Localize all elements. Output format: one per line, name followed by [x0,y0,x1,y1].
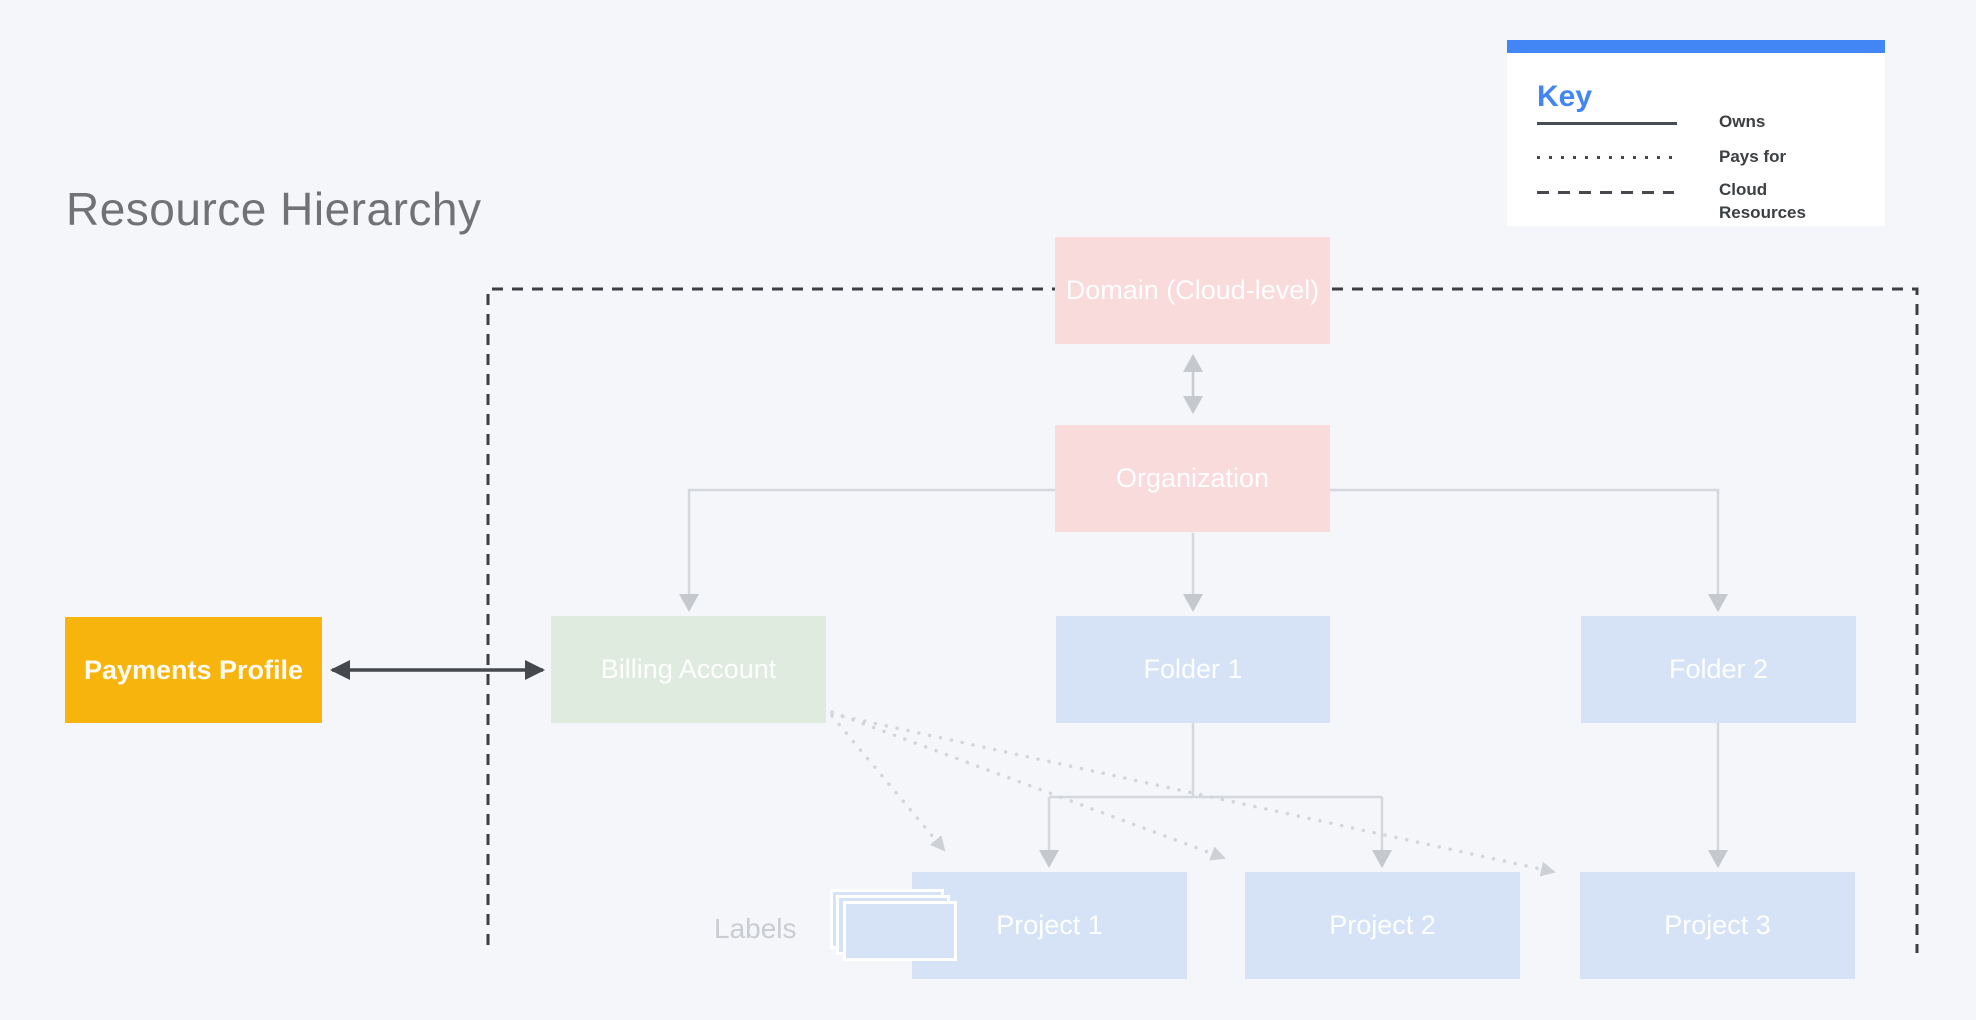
node-project-2: Project 2 [1245,872,1520,979]
node-project-2-label: Project 2 [1329,910,1436,940]
page-title: Resource Hierarchy [66,183,482,235]
node-project-3: Project 3 [1580,872,1855,979]
node-folder-2: Folder 2 [1581,616,1856,723]
node-billing-account: Billing Account [551,616,826,723]
node-folder-1: Folder 1 [1056,616,1330,723]
node-payments-profile-label: Payments Profile [83,654,304,685]
node-project-1: Project 1 [912,872,1187,979]
labels-card-front [843,901,957,961]
node-project-3-label: Project 3 [1664,910,1771,940]
folder1-split [1049,723,1382,799]
node-billing-account-label: Billing Account [600,654,777,684]
node-organization: Organization [1055,425,1330,532]
legend-dotted-line-sample [1537,156,1672,159]
node-folder-2-label: Folder 2 [1668,654,1769,684]
node-domain: Domain (Cloud-level) [1055,237,1330,344]
billing-project1-paysfor [830,714,946,852]
labels-card-stack-icon [828,886,960,964]
legend-dashed-line-sample [1537,191,1674,194]
organization-folder2-link [1330,488,1728,612]
node-folder-1-label: Folder 1 [1143,654,1243,684]
node-payments-profile: Payments Profile [65,617,322,723]
labels-caption: Labels [714,913,797,944]
node-project-1-label: Project 1 [996,910,1103,940]
legend: Key Owns Pays for Cloud Resources [1507,40,1885,226]
legend-accent-bar [1507,40,1885,53]
legend-label-pays-for: Pays for [1719,147,1787,166]
billing-project3-paysfor [830,712,1556,877]
billing-project2-paysfor [830,710,1226,861]
legend-title: Key [1537,80,1593,113]
organization-billing-link [679,488,1055,612]
node-domain-label: Domain (Cloud-level) [1065,275,1320,305]
legend-label-cloud-resources: Cloud Resources [1719,180,1806,222]
legend-solid-line-sample [1537,122,1677,125]
node-organization-label: Organization [1115,463,1270,493]
legend-label-owns: Owns [1719,112,1766,131]
